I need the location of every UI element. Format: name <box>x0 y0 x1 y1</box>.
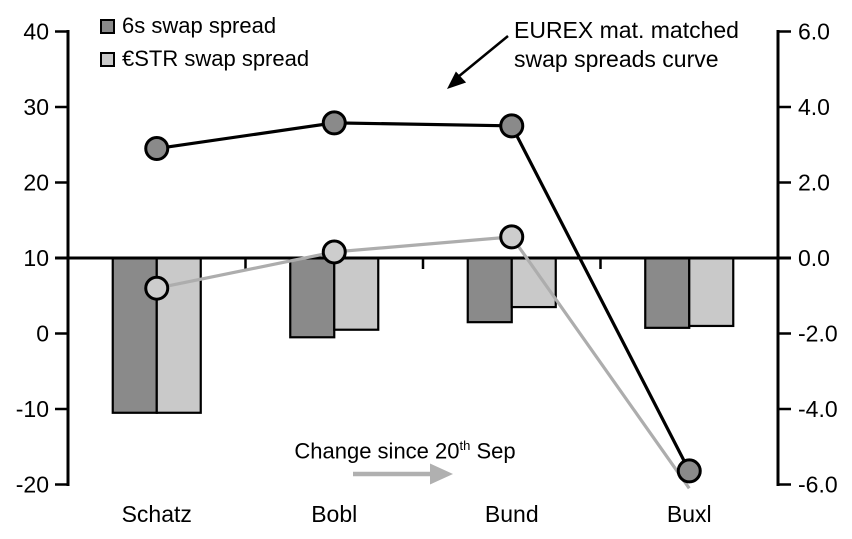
category-label-buxl: Buxl <box>667 501 712 527</box>
eurex-annotation-line2: swap spreads curve <box>514 46 719 72</box>
right-axis-label: -4.0 <box>798 396 838 422</box>
marker-schatz <box>144 275 170 301</box>
left-axis-label: 40 <box>23 19 49 45</box>
left-axis-label: -20 <box>16 472 49 498</box>
category-label-schatz: Schatz <box>122 501 192 527</box>
marker-bobl <box>321 239 347 265</box>
eurex-annotation-line1: EUREX mat. matched <box>514 17 739 43</box>
left-axis-label: 0 <box>36 321 49 347</box>
bar-buxl-1 <box>688 256 735 328</box>
category-label-bobl: Bobl <box>311 501 357 527</box>
line-estr <box>156 235 691 490</box>
left-axis-label: 20 <box>23 170 49 196</box>
change-annotation: Change since 20th Sep <box>285 433 525 464</box>
left-axis-label: 10 <box>23 245 49 271</box>
legend-swatch-dark-icon <box>100 18 115 34</box>
change-arrow-head-icon <box>430 463 453 485</box>
change-annotation-prefix: Change since 20 <box>294 438 460 464</box>
right-axis-label: 4.0 <box>798 94 830 120</box>
category-label-bund: Bund <box>485 501 539 527</box>
legend-label-estr: €STR swap spread <box>122 46 310 71</box>
right-axis-label: -6.0 <box>798 472 838 498</box>
legend-item-estr: €STR swap spread <box>100 46 309 72</box>
right-axis-label: 6.0 <box>798 19 830 45</box>
marker-bund <box>499 224 525 250</box>
legend-item-6s: 6s swap spread <box>100 13 309 39</box>
line-6s <box>156 121 691 472</box>
bar-bund-0 <box>466 256 513 324</box>
right-axis-label: 0.0 <box>798 245 830 271</box>
chart-legend: 6s swap spread €STR swap spread <box>100 13 309 72</box>
legend-swatch-light-icon <box>100 51 115 67</box>
right-axis-label: -2.0 <box>798 321 838 347</box>
marker-buxl <box>676 458 702 484</box>
right-axis-label: 2.0 <box>798 170 830 196</box>
bar-bobl-1 <box>333 256 380 331</box>
bar-buxl-0 <box>644 256 691 329</box>
left-axis-label: 30 <box>23 94 49 120</box>
marker-bund <box>499 113 525 139</box>
marker-bobl <box>321 110 347 136</box>
legend-label-6s: 6s swap spread <box>122 13 277 38</box>
eurex-arrow-line <box>457 35 509 78</box>
change-annotation-sup: th <box>459 438 471 453</box>
marker-schatz <box>144 136 170 162</box>
eurex-annotation: EUREX mat. matched swap spreads curve <box>514 16 739 74</box>
bar-bobl-0 <box>289 256 336 339</box>
left-axis-label: -10 <box>16 396 49 422</box>
eurex-arrow-head-icon <box>447 71 467 89</box>
change-annotation-suffix: Sep <box>470 438 516 464</box>
